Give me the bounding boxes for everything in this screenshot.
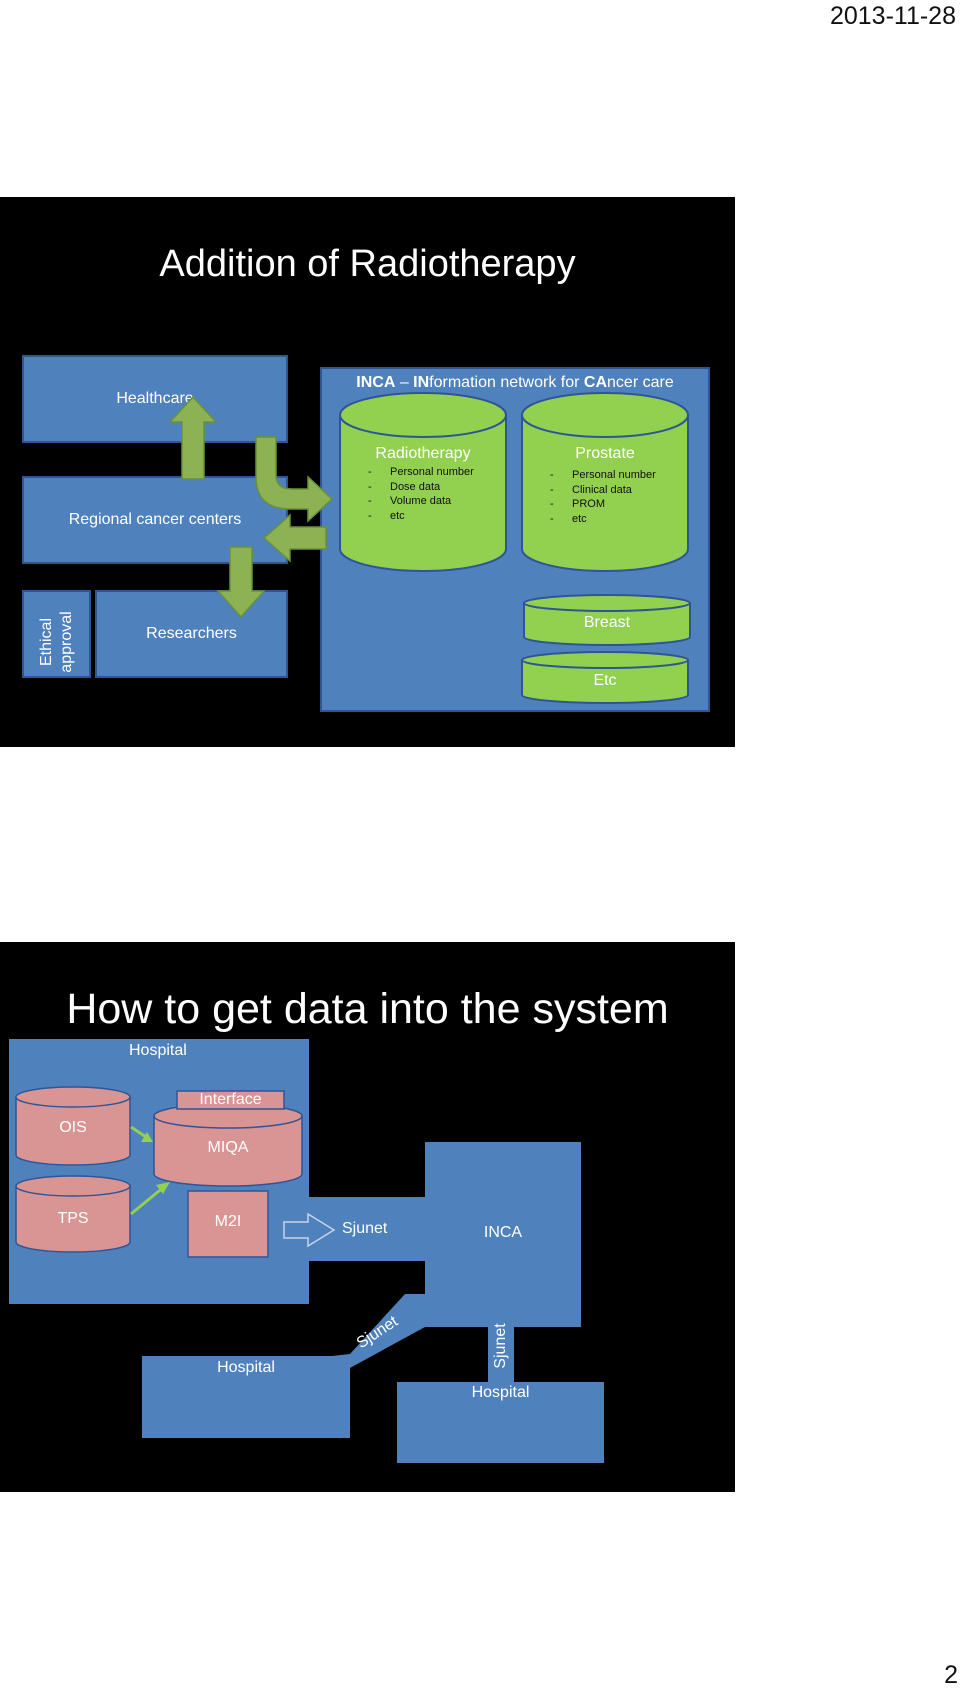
list-item: Volume data bbox=[368, 494, 474, 509]
regional-cancer-centers-label: Regional cancer centers bbox=[68, 511, 242, 528]
ois-cylinder-icon bbox=[15, 1086, 131, 1166]
green-arrow-icon bbox=[130, 1125, 153, 1142]
list-item: Personal number bbox=[368, 465, 474, 480]
radiotherapy-title: Radiotherapy bbox=[375, 445, 471, 462]
miqa-cylinder-icon bbox=[153, 1103, 303, 1187]
list-item: Clinical data bbox=[550, 483, 656, 498]
page-number: 2 bbox=[944, 1661, 958, 1689]
slide-title: Addition of Radiotherapy bbox=[159, 243, 576, 285]
hospital-left-label: Hospital bbox=[217, 1359, 275, 1376]
tps-label: TPS bbox=[57, 1210, 89, 1227]
slide-addition-of-radiotherapy: Addition of Radiotherapy INCA – INformat… bbox=[0, 197, 735, 747]
prostate-items: Personal number Clinical data PROM etc bbox=[550, 468, 656, 526]
page-date: 2013-11-28 bbox=[829, 2, 956, 30]
breast-cylinder-icon bbox=[523, 594, 691, 646]
etc-label: Etc bbox=[593, 672, 617, 689]
researchers-label: Researchers bbox=[146, 625, 237, 642]
inca-network-title: INCA – INformation network for CAncer ca… bbox=[356, 374, 674, 391]
healthcare-box: Healthcare bbox=[22, 355, 288, 443]
healthcare-label: Healthcare bbox=[116, 390, 194, 407]
hospital-right-box bbox=[397, 1382, 604, 1463]
left-arrow-icon bbox=[262, 513, 327, 563]
interface-box bbox=[176, 1090, 285, 1110]
list-item: Personal number bbox=[550, 468, 656, 483]
ois-label: OIS bbox=[59, 1119, 87, 1136]
inca-box bbox=[425, 1142, 581, 1327]
up-arrow-icon bbox=[168, 395, 218, 480]
researchers-box: Researchers bbox=[95, 590, 288, 678]
m2i-box bbox=[187, 1190, 269, 1258]
slide2-graphics bbox=[9, 1039, 604, 1463]
hospital-left-box bbox=[142, 1356, 350, 1438]
sjunet-vertical-connector bbox=[488, 1327, 514, 1367]
etc-cylinder-icon bbox=[521, 651, 689, 704]
down-arrow-icon bbox=[216, 546, 266, 619]
radiotherapy-store: Radiotherapy Personal number Dose data V… bbox=[340, 437, 506, 567]
hospital-main-label: Hospital bbox=[129, 1042, 187, 1059]
slide-title: How to get data into the system bbox=[66, 985, 669, 1033]
radiotherapy-items: Personal number Dose data Volume data et… bbox=[368, 465, 474, 523]
breast-label: Breast bbox=[583, 614, 631, 631]
sjunet-vertical-label: Sjunet bbox=[492, 1323, 509, 1369]
inca-label: INCA bbox=[483, 1224, 523, 1241]
slide-how-to-get-data: How to get data into the system bbox=[0, 942, 735, 1492]
list-item: etc bbox=[368, 509, 474, 524]
right-arrow-icon bbox=[283, 1212, 336, 1248]
curved-right-arrow-icon bbox=[255, 436, 334, 523]
prostate-store: Prostate Personal number Clinical data P… bbox=[522, 437, 688, 567]
miqa-label: MIQA bbox=[207, 1139, 249, 1156]
list-item: etc bbox=[550, 512, 656, 527]
ethical-approval-box bbox=[22, 590, 91, 678]
sjunet-diagonal-connector bbox=[310, 1294, 425, 1368]
tps-cylinder-icon bbox=[15, 1175, 131, 1253]
hospital-right-label: Hospital bbox=[471, 1384, 530, 1401]
interface-label: Interface bbox=[199, 1091, 262, 1108]
prostate-title: Prostate bbox=[575, 445, 635, 462]
sjunet-main-label: Sjunet bbox=[342, 1220, 388, 1237]
list-item: PROM bbox=[550, 497, 656, 512]
green-arrow-icon bbox=[130, 1182, 170, 1216]
m2i-label: M2I bbox=[214, 1213, 242, 1230]
list-item: Dose data bbox=[368, 480, 474, 495]
